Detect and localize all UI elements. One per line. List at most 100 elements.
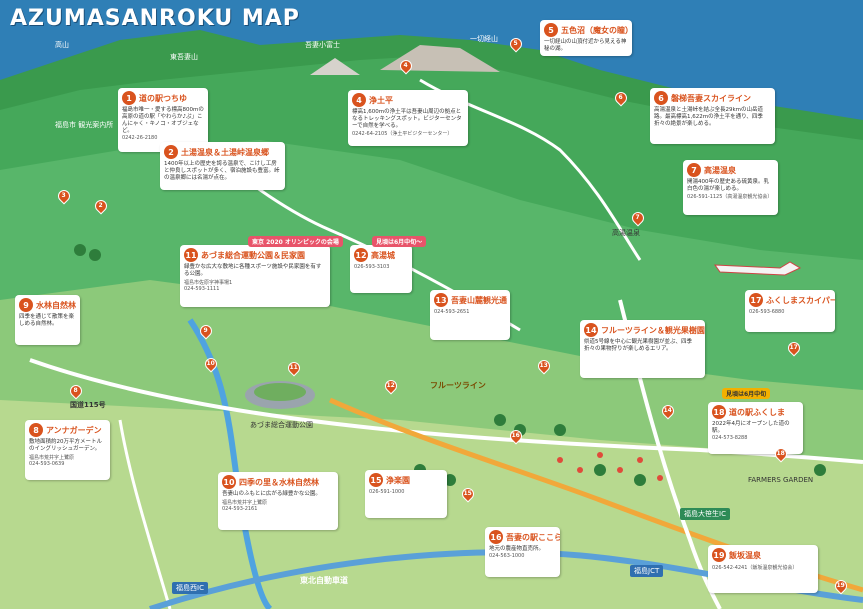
spot-number: 1 (122, 91, 136, 105)
spot-name: フルーツライン＆観光果樹園 (601, 325, 705, 335)
spot-tel: 026-542-4241（飯坂温泉観光協会） (712, 565, 798, 571)
spot-tel: 026-593-3103 (354, 264, 390, 270)
spot-number: 18 (712, 405, 726, 419)
spot-description: 緑豊かな広大な敷地に各種スポーツ施設や民家園を有する公園。 (184, 264, 322, 277)
spot-address: 福島市佐原字神事場1 (184, 280, 233, 286)
spot-description: 敷地面積約20万平方メートルのイングリッシュガーデン。 (29, 439, 102, 452)
spot-number: 12 (354, 248, 368, 262)
spot-number: 19 (712, 548, 726, 562)
spot-tel: 0242-26-2180 (122, 135, 158, 141)
spot-description: 地元の農産物直売所。 (489, 546, 545, 552)
peak-label-higashi-azuma: 東吾妻山 (170, 53, 198, 61)
spot-description: 四季を通じて散策を楽しめる自然林。 (19, 314, 75, 327)
peak-label-issaikyo: 一切経山 (470, 35, 498, 43)
spot-name: 水林自然林 (36, 300, 76, 310)
spot-number: 15 (369, 473, 383, 487)
spot-address: 福島市荒井字上鷺原 (29, 455, 75, 461)
spot-tel: 024-593-1111 (184, 286, 220, 292)
spot-name: 浄土平 (369, 95, 393, 105)
spot-description: 1400年以上の歴史を誇る温泉で、こけし工房と仲良しスポットが多く、宿泊施設も豊… (164, 161, 280, 181)
spot-description: 吾妻山のふもとに広がる緑豊かな公園。 (222, 491, 321, 497)
spot-name: ふくしまスカイパーク (766, 295, 835, 305)
spot-number: 16 (489, 530, 503, 544)
spot-name: 土湯温泉＆土湯峠温泉郷 (181, 147, 269, 157)
spot-number: 11 (184, 248, 198, 262)
spot-name: 道の駅ふくしま (729, 407, 785, 417)
spot-card-17[interactable]: 17ふくしまスカイパーク 026-593-6880 (745, 290, 835, 332)
spot-tel: 024-593-2651 (434, 309, 470, 315)
spot-tel: 024-573-8288 (712, 435, 748, 441)
spot-number: 5 (544, 23, 558, 37)
spot-description: 福島市唯一・愛する標高800mの高原の道の駅「やわらか♪ぷ」こんにゃく・キノコ・… (122, 107, 204, 134)
spot-tel: 024-593-2161 (222, 506, 258, 512)
spot-number: 4 (352, 93, 366, 107)
place-label-info: 福島市 観光案内所 (55, 121, 114, 129)
spot-description: 県道5号線を中心に観光果樹園が並ぶ、四季折々の果物狩りが楽しめるエリア。 (584, 339, 693, 352)
spot-number: 6 (654, 91, 668, 105)
spot-number: 2 (164, 145, 178, 159)
spot-name: 五色沼（魔女の瞳） (561, 25, 632, 35)
road-label-route115: 国道115号 (70, 401, 106, 409)
road-label-tohoku-expressway: 東北自動車道 (300, 576, 348, 585)
spot-description: 高湯温泉と土湯峠を結ぶ全長29kmの山岳道路。最高標高1,622mの浄土平を通り… (654, 107, 764, 127)
place-label-farmers: FARMERS GARDEN (748, 476, 814, 484)
spot-address: 福島市荒井字上鷺原 (222, 500, 268, 506)
spot-tel: 026-591-1125（高湯温泉観光協会） (687, 194, 773, 200)
place-label-takayu: 高湯温泉 (612, 229, 640, 237)
spot-name: 高湯温泉 (704, 165, 736, 175)
spot-number: 13 (434, 293, 448, 307)
spot-name: あづま総合運動公園＆民家園 (201, 250, 305, 260)
spot-tel: 026-593-6880 (749, 309, 785, 315)
map-title: AZUMASANROKU MAP (10, 6, 300, 31)
spot-tel: 024-593-0639 (29, 461, 65, 467)
spot-name: 道の駅つちゆ (139, 93, 187, 103)
spot-tel: 024-563-1000 (489, 553, 525, 559)
road-label-fruitline: フルーツライン (430, 381, 486, 390)
spot-description: 開湯400年の歴史ある硫黄泉。乳白色の湯が楽しめる。 (687, 179, 769, 192)
spot-name: アンナガーデン (46, 425, 102, 435)
ic-label-fukushima-jct: 福島JCT (630, 565, 664, 577)
spot-tel: 0242-64-2105（浄土平ビジターセンター） (352, 131, 453, 137)
spot-tel: 026-591-1000 (369, 489, 405, 495)
spot-number: 8 (29, 423, 43, 437)
spot-description: 2022年4月にオープンした道の駅。 (712, 421, 790, 434)
ic-label-fukushima-osasou: 福島大笹生IC (680, 508, 730, 520)
spot-number: 7 (687, 163, 701, 177)
spot-name: 浄楽園 (386, 475, 410, 485)
spot-description: 一切経山の山頂付近から見える神秘の湖。 (544, 39, 627, 52)
spot-name: 吾妻山麓観光通 (451, 295, 507, 305)
spot-number: 9 (19, 298, 33, 312)
badge-season-2: 見頃は6月中旬 (722, 388, 771, 399)
spot-name: 飯坂温泉 (729, 550, 761, 560)
spot-number: 14 (584, 323, 598, 337)
spot-name: 高湯城 (371, 250, 395, 260)
badge-season-1: 見頃は6月中旬～ (372, 236, 427, 247)
spot-name: 吾妻の駅ここら (506, 532, 560, 542)
peak-label-takayama: 高山 (55, 41, 69, 49)
spot-name: 四季の里＆水林自然林 (239, 477, 319, 487)
badge-olympic-venue: 東京 2020 オリンピックの会場 (248, 236, 343, 247)
ic-label-fukushima-nishi: 福島西IC (172, 582, 208, 594)
peak-label-azuma-kofuji: 吾妻小富士 (305, 41, 340, 49)
spot-description: 標高1,600mの浄土平は吾妻山周辺の拠点となるトレッキングスポット。ビジターセ… (352, 109, 462, 129)
place-label-park: あづま総合運動公園 (250, 421, 313, 429)
spot-number: 17 (749, 293, 763, 307)
